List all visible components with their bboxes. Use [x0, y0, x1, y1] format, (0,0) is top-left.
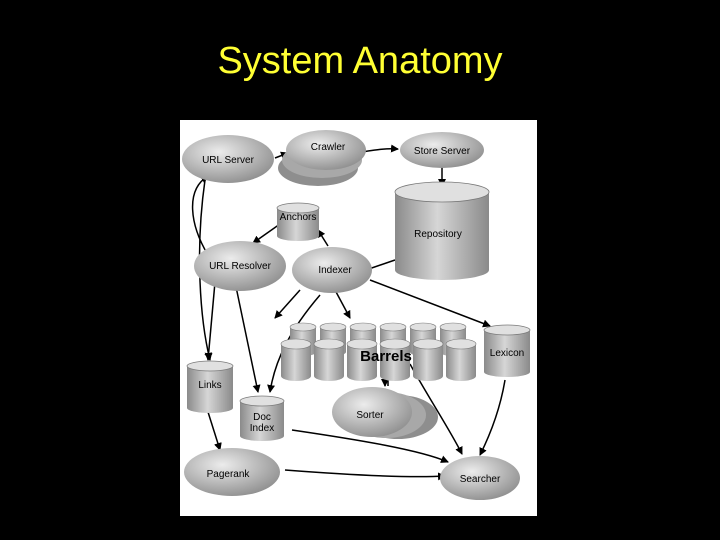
edge-urlresolver-urlserver: [191, 175, 209, 256]
node-url-resolver: URL Resolver: [194, 241, 286, 291]
edge-indexer-anchors: [317, 229, 329, 247]
node-sorter: Sorter: [332, 387, 438, 439]
pagerank-label: Pagerank: [207, 469, 251, 480]
edge-pagerank-searcher: [284, 469, 446, 481]
node-lexicon: Lexicon: [483, 324, 531, 377]
barrels-label: Barrels: [360, 348, 412, 365]
edge-indexer-lexicon: [369, 279, 491, 328]
crawler-label: Crawler: [311, 142, 346, 153]
node-crawler: Crawler: [278, 130, 366, 186]
node-indexer: Indexer: [292, 247, 372, 293]
links-label: Links: [198, 380, 221, 391]
indexer-label: Indexer: [318, 265, 352, 276]
url-server-label: URL Server: [202, 155, 255, 166]
node-doc-index: Doc Index: [239, 395, 285, 441]
edge-urlresolver-docindex: [234, 281, 261, 393]
sorter-label: Sorter: [356, 410, 384, 421]
doc-index-label-line2: Index: [250, 423, 274, 434]
edge-urlresolver-links: [204, 281, 216, 361]
node-url-server: URL Server: [182, 135, 274, 183]
node-pagerank: Pagerank: [184, 448, 280, 496]
architecture-diagram: URL Server Crawler Store Server Reposito…: [180, 120, 537, 516]
searcher-label: Searcher: [460, 474, 501, 485]
node-store-server: Store Server: [400, 132, 484, 168]
node-repository: Repository: [394, 181, 490, 280]
edge-links-pagerank: [207, 411, 222, 451]
doc-index-label-line1: Doc: [253, 412, 271, 423]
edge-indexer-barrels-mid: [334, 289, 351, 319]
edge-indexer-barrels-left: [274, 289, 301, 319]
node-searcher: Searcher: [440, 456, 520, 500]
repository-label: Repository: [414, 229, 462, 240]
lexicon-label: Lexicon: [490, 348, 524, 359]
node-links: Links: [186, 360, 234, 413]
url-resolver-label: URL Resolver: [209, 261, 272, 272]
barrel-front-row: [280, 338, 477, 381]
edge-docindex-searcher: [291, 429, 449, 463]
slide-title: System Anatomy: [217, 40, 503, 82]
node-anchors: Anchors: [276, 202, 320, 241]
edge-anchors-urlresolver: [252, 223, 281, 244]
edge-lexicon-searcher: [479, 379, 506, 456]
anchors-label: Anchors: [280, 212, 317, 223]
edge-urlserver-links: [198, 179, 213, 361]
store-server-label: Store Server: [414, 146, 471, 157]
node-barrels: Barrels: [280, 322, 477, 381]
